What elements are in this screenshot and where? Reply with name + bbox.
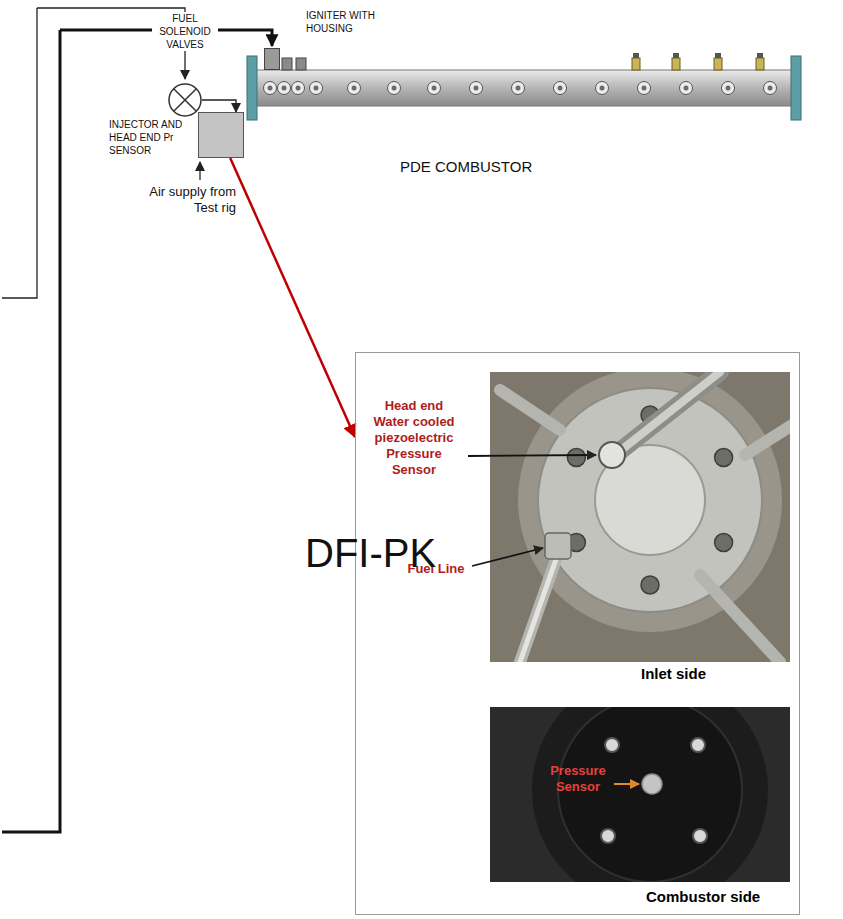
air-supply-label: Air supply from Test rig xyxy=(140,184,236,216)
node-text: IGNITER WITH HOUSING xyxy=(306,9,386,35)
fuel-line-connector xyxy=(202,100,236,112)
flange-bolt xyxy=(567,449,585,467)
tube-port xyxy=(282,58,292,70)
injection-hole xyxy=(693,829,707,843)
pressure-transducer xyxy=(714,58,722,70)
port-hole-core xyxy=(474,86,479,91)
pressure-transducer-cap xyxy=(673,53,679,58)
sensor-face xyxy=(642,774,662,794)
fuel-tube xyxy=(520,548,560,662)
node-text: Head end Water cooled piezoelectric Pres… xyxy=(366,398,462,478)
port-hole xyxy=(596,82,609,95)
port-hole-core xyxy=(642,86,647,91)
pressure-transducer xyxy=(672,58,680,70)
port-hole-core xyxy=(352,86,357,91)
leader-arrow xyxy=(472,548,543,566)
sensor-cable-shine xyxy=(615,372,720,455)
port-hole xyxy=(292,82,305,95)
housing-ring xyxy=(518,372,782,632)
inlet-photo xyxy=(490,372,790,662)
fuel-fitting xyxy=(545,533,571,559)
detail-callout-arrow xyxy=(230,158,355,437)
pressure-transducer-cap xyxy=(757,53,763,58)
control-wire xyxy=(2,8,37,298)
igniter-wire xyxy=(2,30,60,832)
node-text: Inlet side xyxy=(641,665,781,683)
port-hole-core xyxy=(726,86,731,91)
node-text: Pressure Sensor xyxy=(538,763,618,795)
solenoid-valve: FUEL SOLENOID VALVES xyxy=(168,83,202,117)
flange-bolt xyxy=(715,534,733,552)
port-hole xyxy=(554,82,567,95)
port-holes xyxy=(264,82,777,95)
tube-flange xyxy=(791,56,801,120)
flange-bolt xyxy=(715,449,733,467)
valve-symbol xyxy=(168,83,202,117)
port-hole xyxy=(348,82,361,95)
port-hole xyxy=(310,82,323,95)
port-hole-core xyxy=(392,86,397,91)
injector-box: INJECTOR AND HEAD END Pr SENSOR xyxy=(198,112,244,158)
port-hole-core xyxy=(600,86,605,91)
leader-arrow xyxy=(468,455,596,456)
port-hole-core xyxy=(282,86,287,91)
node-text: INJECTOR AND HEAD END Pr SENSOR xyxy=(109,118,195,157)
injection-hole xyxy=(601,829,615,843)
tube-port xyxy=(296,58,306,70)
valve-circle xyxy=(169,84,201,116)
port-hole-core xyxy=(558,86,563,91)
pressure-transducer xyxy=(756,58,764,70)
inset-panel: Head end Water cooled piezoelectric Pres… xyxy=(355,352,800,915)
pressure-transducer-cap xyxy=(633,53,639,58)
piezo-sensor xyxy=(599,442,625,468)
port-hole-core xyxy=(432,86,437,91)
diagram-tag: DFI-PK xyxy=(305,530,505,576)
combustor-face xyxy=(558,707,742,882)
port-hole xyxy=(638,82,651,95)
port-hole-core xyxy=(768,86,773,91)
port-hole xyxy=(264,82,277,95)
combustor-photo xyxy=(490,707,790,882)
air-supply-arrow xyxy=(199,162,200,180)
node-text: FUEL SOLENOID VALVES xyxy=(152,12,218,51)
port-hole xyxy=(278,82,291,95)
port-hole xyxy=(428,82,441,95)
port-hole-core xyxy=(314,86,319,91)
combustor-tube-body xyxy=(256,70,792,106)
port-hole-core xyxy=(516,86,521,91)
port-hole xyxy=(764,82,777,95)
fuel-tube xyxy=(700,575,780,662)
fuel-tube-shine xyxy=(520,548,560,662)
port-hole-core xyxy=(268,86,273,91)
combustor-tube: PDE COMBUSTOR xyxy=(252,70,800,106)
port-hole xyxy=(388,82,401,95)
port-hole xyxy=(470,82,483,95)
port-hole-core xyxy=(684,86,689,91)
igniter-housing: IGNITER WITH HOUSING xyxy=(264,48,280,70)
port-hole xyxy=(722,82,735,95)
flange-bolt xyxy=(641,576,659,594)
combustor-face-ring xyxy=(532,707,768,882)
valve-cross xyxy=(174,89,197,112)
leader-arrow xyxy=(614,783,639,785)
injection-hole xyxy=(605,738,619,752)
pressure-transducer-cap xyxy=(715,53,721,58)
tube-flange xyxy=(247,56,257,120)
node-text: PDE COMBUSTOR xyxy=(400,158,620,176)
sensor-cable xyxy=(615,372,720,455)
fuel-tube xyxy=(500,390,560,430)
port-hole-core xyxy=(296,86,301,91)
pressure-transducer xyxy=(632,58,640,70)
port-hole xyxy=(512,82,525,95)
node-text: Combustor side xyxy=(646,888,796,906)
injection-hole xyxy=(691,738,705,752)
port-hole xyxy=(680,82,693,95)
fuel-tube xyxy=(745,420,790,455)
